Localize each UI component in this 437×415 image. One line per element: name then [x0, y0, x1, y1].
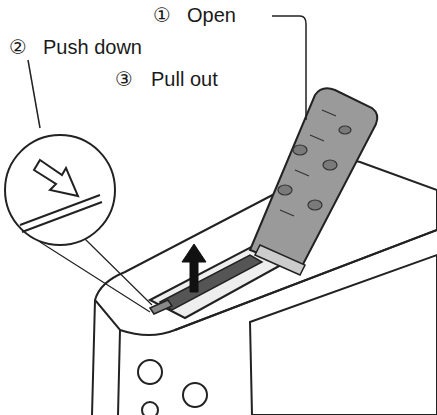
- callout-number: ③: [114, 68, 134, 90]
- push-arrow: [34, 160, 78, 196]
- magnifier-line: [40, 239, 152, 312]
- leader-line: [28, 60, 40, 128]
- camera-body: [92, 230, 437, 415]
- camera-button: [138, 360, 162, 384]
- battery-cover: [250, 88, 377, 270]
- battery: [160, 255, 262, 310]
- pull-arrow: [182, 244, 206, 292]
- leader-line: [272, 16, 306, 120]
- magnified-latch: [20, 195, 102, 232]
- camera-button: [183, 383, 207, 407]
- hinge: [255, 245, 305, 275]
- callout-number: ②: [8, 36, 28, 58]
- step-label: Open: [186, 4, 237, 26]
- step-label: Pull out: [150, 68, 219, 90]
- camera-button: [142, 402, 158, 415]
- cover-detail: [278, 110, 351, 216]
- magnifier: [5, 135, 115, 245]
- step-label: Push down: [42, 36, 143, 58]
- latch: [150, 300, 172, 314]
- camera-screen: [250, 255, 437, 415]
- callout-number: ①: [152, 4, 172, 26]
